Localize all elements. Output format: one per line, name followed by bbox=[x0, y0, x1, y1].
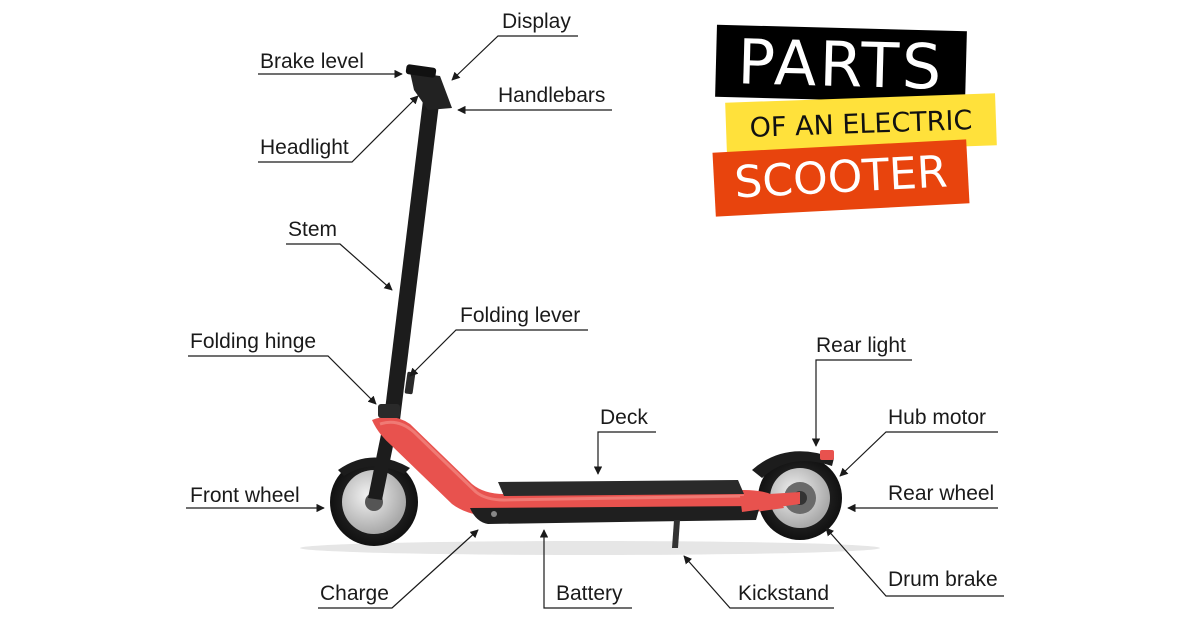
leader-kickstand bbox=[683, 555, 834, 609]
label-folding-lever: Folding lever bbox=[460, 304, 581, 327]
handlebars bbox=[410, 72, 452, 110]
label-front-wheel: Front wheel bbox=[190, 484, 300, 507]
label-handlebars: Handlebars bbox=[498, 84, 606, 107]
stem bbox=[384, 92, 440, 420]
label-folding-hinge: Folding hinge bbox=[190, 330, 317, 353]
rear-arm bbox=[740, 492, 800, 512]
label-drum-brake: Drum brake bbox=[888, 568, 998, 591]
kickstand bbox=[672, 520, 680, 548]
leader-battery bbox=[539, 529, 632, 609]
leader-stem bbox=[286, 243, 393, 291]
leader-folding-hinge bbox=[188, 355, 377, 405]
title-scooter: SCOOTER bbox=[712, 139, 970, 217]
deck-body bbox=[372, 416, 784, 518]
rear-light bbox=[820, 450, 834, 460]
deck-grip bbox=[498, 480, 744, 496]
label-display: Display bbox=[502, 10, 571, 33]
leader-rear-light bbox=[811, 359, 912, 447]
leader-drum-brake bbox=[825, 527, 1004, 597]
charge-port bbox=[491, 511, 497, 517]
front-fender bbox=[338, 457, 410, 476]
label-rear-wheel: Rear wheel bbox=[888, 482, 995, 505]
display bbox=[405, 64, 437, 78]
label-hub-motor: Hub motor bbox=[888, 406, 987, 429]
leader-deck bbox=[593, 431, 656, 475]
label-deck: Deck bbox=[600, 406, 648, 429]
label-kickstand: Kickstand bbox=[738, 582, 830, 605]
label-rear-light: Rear light bbox=[816, 334, 906, 357]
rear-fender bbox=[752, 451, 834, 478]
leader-lines bbox=[186, 35, 1004, 609]
label-charge: Charge bbox=[320, 582, 389, 605]
label-headlight: Headlight bbox=[260, 136, 349, 159]
folding-hinge bbox=[378, 404, 400, 418]
leader-folding-lever bbox=[409, 329, 588, 377]
title-parts: PARTS bbox=[715, 24, 967, 104]
label-brake-level: Brake level bbox=[260, 50, 364, 73]
leader-headlight bbox=[258, 95, 419, 163]
ground-shadow bbox=[300, 541, 880, 555]
front-wheel bbox=[330, 458, 418, 546]
label-stem: Stem bbox=[288, 218, 338, 241]
battery-housing bbox=[470, 506, 760, 524]
leader-charge bbox=[318, 529, 479, 609]
deck-highlight bbox=[379, 420, 745, 502]
folding-lever bbox=[404, 371, 416, 395]
leader-display bbox=[451, 35, 578, 81]
leader-hub-motor bbox=[839, 431, 998, 477]
label-battery: Battery bbox=[556, 582, 623, 605]
